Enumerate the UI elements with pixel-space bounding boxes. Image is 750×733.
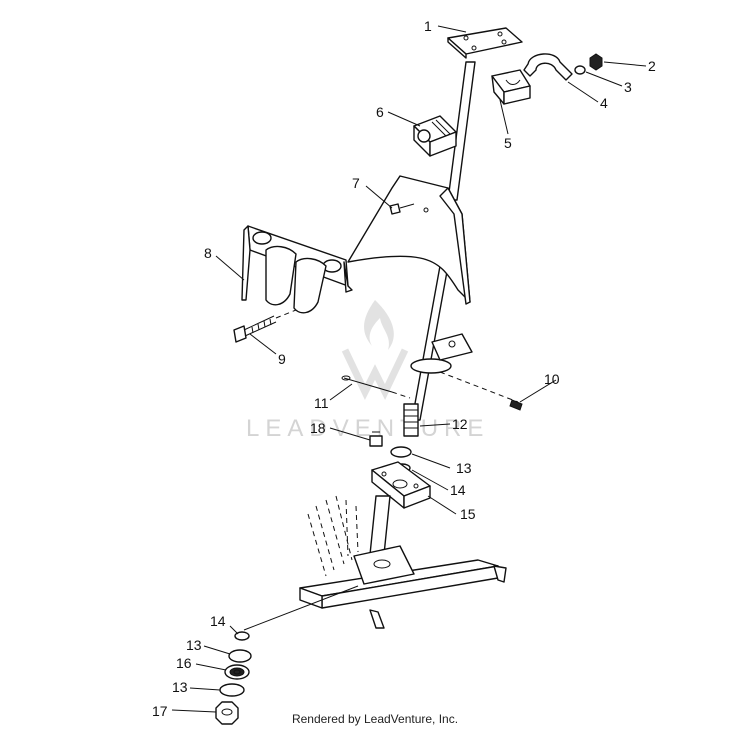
callout-5: 5	[504, 135, 512, 151]
part-6-block	[413, 115, 457, 157]
part-7-bolt	[389, 203, 415, 215]
callout-10: 10	[544, 371, 560, 387]
part-5-bushing	[491, 69, 531, 105]
part-17-castle-nut	[215, 701, 239, 725]
part-12-shaft-end	[403, 403, 419, 437]
callout-3: 3	[624, 79, 632, 95]
callout-15: 15	[460, 506, 476, 522]
callout-14-lower: 14	[210, 613, 226, 629]
part-18-fitting	[369, 431, 383, 447]
leader-lines	[171, 25, 647, 713]
part-16-bearing	[224, 664, 250, 680]
callouts: 1 2 3 4 5 6 7 8 9 10 11 12 13 14 15 14 1…	[152, 18, 656, 719]
callout-1: 1	[424, 18, 432, 34]
part-13-washer-upper	[390, 446, 412, 458]
callout-8: 8	[204, 245, 212, 261]
support-bracket	[347, 175, 471, 305]
part-14-spacer-lower	[234, 631, 250, 641]
pivot-plate	[431, 333, 519, 403]
frame-to-washer-leader	[243, 585, 359, 631]
part-1-steering-plate	[447, 27, 523, 59]
callout-6: 6	[376, 104, 384, 120]
callout-2: 2	[648, 58, 656, 74]
frame	[299, 495, 507, 629]
callout-13-lower-1: 13	[186, 637, 202, 653]
part-10-pin	[509, 399, 523, 411]
callout-18: 18	[310, 420, 326, 436]
watermark-flame-icon	[364, 300, 394, 350]
callout-7: 7	[352, 175, 360, 191]
lower-hardware-stack	[215, 631, 252, 725]
part-8-bracket	[241, 225, 353, 314]
callout-14-upper: 14	[450, 482, 466, 498]
callout-9: 9	[278, 351, 286, 367]
callout-4: 4	[600, 95, 608, 111]
part-11-cotter-pin	[341, 375, 411, 399]
callout-17: 17	[152, 703, 168, 719]
callout-13-lower-2: 13	[172, 679, 188, 695]
callout-12: 12	[452, 416, 468, 432]
footer-credit: Rendered by LeadVenture, Inc.	[291, 712, 459, 726]
part-4-clamp	[523, 53, 573, 81]
watermark: LEADVENTURE	[246, 300, 489, 442]
part-15-pivot-bracket	[371, 461, 431, 509]
callout-16: 16	[176, 655, 192, 671]
watermark-lv-icon	[341, 348, 409, 400]
part-3-washer	[574, 65, 586, 75]
callout-11: 11	[314, 395, 329, 411]
watermark-text: LEADVENTURE	[246, 415, 489, 442]
part-13-washer-lower-2	[219, 683, 245, 697]
part-13-washer-lower-1	[228, 649, 252, 663]
steering-shaft	[410, 61, 476, 421]
callout-13-upper: 13	[456, 460, 472, 476]
part-9-bolt	[233, 309, 297, 343]
part-2-nut	[589, 53, 603, 71]
